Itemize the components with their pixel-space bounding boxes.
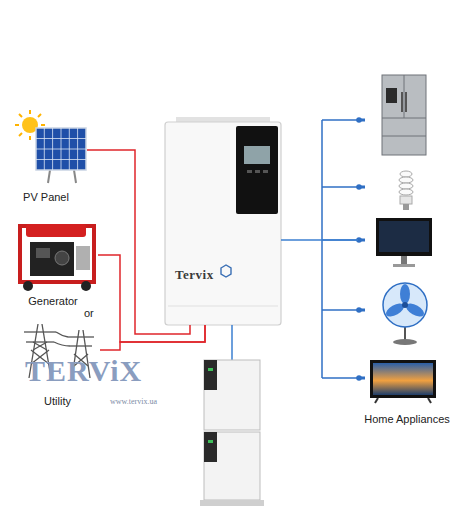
node-label: PV Panel <box>23 191 69 204</box>
watermark-url: www.tervix.ua <box>110 398 157 407</box>
power-cable <box>100 325 205 350</box>
node-label: Utility <box>44 395 71 408</box>
node-label: Generator <box>28 295 78 308</box>
brand-logo: Tervix <box>175 268 214 281</box>
battery-icon <box>200 360 264 506</box>
tv-icon <box>370 360 436 403</box>
power-cable <box>87 150 190 334</box>
watermark: TERViX <box>25 354 142 387</box>
appliance-group: Home Appliances <box>358 70 456 426</box>
pv-source: PV Panel <box>5 108 87 204</box>
appliance-bus <box>322 117 365 381</box>
node-label: Home Appliances <box>364 413 450 426</box>
fridge-icon <box>382 75 426 155</box>
or-note: or <box>84 307 94 319</box>
monitor-icon <box>376 218 432 267</box>
generator-icon <box>20 224 94 291</box>
bulb-icon <box>399 171 413 210</box>
solar-panel-icon <box>36 128 86 183</box>
inverter-box: Tervix <box>165 122 281 325</box>
fan-icon <box>383 283 427 345</box>
generator-source: Generator <box>8 212 98 308</box>
battery-cable <box>231 325 233 360</box>
power-cable <box>281 239 358 241</box>
inverter-body <box>165 117 281 325</box>
